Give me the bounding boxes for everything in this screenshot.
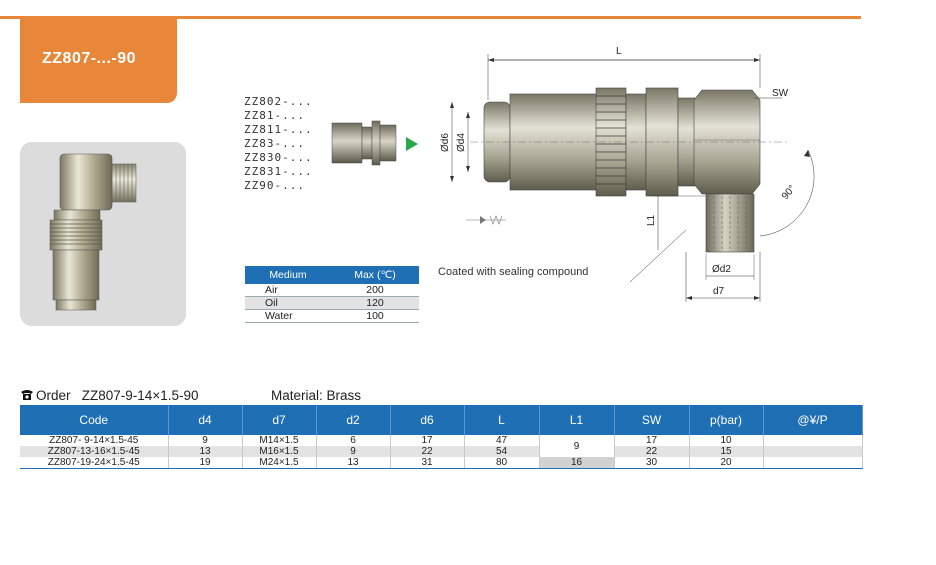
- cell-d2: 6: [316, 435, 391, 446]
- cell-price: [763, 446, 863, 457]
- dim-d6: Ød6: [440, 133, 451, 152]
- temp-cell: 200: [331, 284, 419, 297]
- cell-L1: 9: [539, 435, 615, 457]
- cell-code: ZZ807- 9-14×1.5-45: [20, 435, 169, 446]
- compatible-plug-list: ZZ802-... ZZ81-... ZZ811-... ZZ83-... ZZ…: [244, 95, 313, 193]
- dim-angle: 90°: [780, 183, 798, 202]
- cell-SW: 17: [614, 435, 690, 446]
- medium-cell: Oil: [245, 296, 331, 310]
- table-row: Oil 120: [245, 296, 419, 310]
- spec-table: Code d4 d7 d2 d6 L L1 SW p(bar) @¥/P ZZ8…: [20, 405, 863, 469]
- col-L1: L1: [539, 405, 615, 435]
- col-code: Code: [20, 405, 169, 435]
- col-d7: d7: [242, 405, 317, 435]
- medium-cell: Air: [245, 284, 331, 297]
- order-line: Order ZZ807-9-14×1.5-90: [20, 388, 198, 403]
- cell-d2: 9: [316, 446, 391, 457]
- cell-d4: 19: [168, 457, 243, 469]
- table-row: Air 200: [245, 284, 419, 297]
- dim-L1: L1: [646, 214, 657, 226]
- cell-pressure: 10: [689, 435, 764, 446]
- col-L: L: [464, 405, 540, 435]
- col-SW: SW: [614, 405, 690, 435]
- dim-L: L: [616, 46, 622, 57]
- dim-SW: SW: [772, 88, 789, 99]
- col-d6: d6: [390, 405, 465, 435]
- plug-illustration: [330, 113, 425, 173]
- cell-d6: 17: [390, 435, 465, 446]
- compatible-item: ZZ802-...: [244, 95, 313, 108]
- temp-cell: 120: [331, 296, 419, 310]
- medium-temperature-table: Medium Max (℃) Air 200 Oil 120 Water 100: [245, 266, 419, 323]
- cell-d7: M14×1.5: [242, 435, 317, 446]
- header-rule: [0, 16, 861, 19]
- compatible-item: ZZ81-...: [244, 109, 305, 122]
- table-row: ZZ807-19-24×1.5-45 19 M24×1.5 13 31 80 1…: [20, 457, 863, 469]
- table-row: Water 100: [245, 309, 419, 323]
- cell-price: [763, 457, 863, 469]
- cell-d4: 13: [168, 446, 243, 457]
- cell-L: 47: [464, 435, 540, 446]
- cell-code: ZZ807-13-16×1.5-45: [20, 446, 169, 457]
- title-tab: [20, 19, 177, 103]
- table-row: ZZ807-13-16×1.5-45 13 M16×1.5 9 22 54 22…: [20, 446, 863, 457]
- page-title: ZZ807-...-90: [42, 50, 137, 67]
- cell-d6: 31: [390, 457, 465, 469]
- cell-pressure: 15: [689, 446, 764, 457]
- cell-code: ZZ807-19-24×1.5-45: [20, 457, 169, 469]
- phone-icon: [20, 389, 34, 401]
- cell-price: [763, 435, 863, 446]
- compatible-item: ZZ831-...: [244, 165, 313, 178]
- cell-L: 54: [464, 446, 540, 457]
- arrow-right-icon: [406, 137, 418, 151]
- compatible-item: ZZ83-...: [244, 137, 305, 150]
- compatible-item: ZZ830-...: [244, 151, 313, 164]
- compatible-item: ZZ811-...: [244, 123, 313, 136]
- order-label: Order: [36, 388, 71, 403]
- technical-drawing: L SW Ød6 Ød4 90°: [430, 40, 830, 310]
- order-code: ZZ807-9-14×1.5-90: [81, 388, 199, 403]
- cell-L: 80: [464, 457, 540, 469]
- cell-d7: M16×1.5: [242, 446, 317, 457]
- cell-pressure: 20: [689, 457, 764, 469]
- col-d4: d4: [168, 405, 243, 435]
- cell-d7: M24×1.5: [242, 457, 317, 469]
- col-pressure: p(bar): [689, 405, 764, 435]
- cell-SW: 30: [614, 457, 690, 469]
- temp-cell: 100: [331, 309, 419, 323]
- dim-d7: d7: [713, 286, 725, 297]
- cell-d2: 13: [316, 457, 391, 469]
- cell-SW: 22: [614, 446, 690, 457]
- max-temp-header: Max (℃): [331, 266, 419, 284]
- compatible-item: ZZ90-...: [244, 179, 305, 192]
- sealing-note: Coated with sealing compound: [438, 266, 589, 278]
- medium-cell: Water: [245, 309, 331, 323]
- col-d2: d2: [316, 405, 391, 435]
- material-label: Material: Brass: [271, 388, 362, 403]
- cell-L1: 16: [539, 457, 615, 469]
- medium-header: Medium: [245, 266, 331, 284]
- dim-d4: Ød4: [456, 133, 467, 152]
- cell-d4: 9: [168, 435, 243, 446]
- cell-d6: 22: [390, 446, 465, 457]
- table-row: ZZ807- 9-14×1.5-45 9 M14×1.5 6 17 47 9 1…: [20, 435, 863, 457]
- dim-d2: Ød2: [712, 264, 731, 275]
- col-price: @¥/P: [763, 405, 863, 435]
- product-photo: [20, 142, 186, 326]
